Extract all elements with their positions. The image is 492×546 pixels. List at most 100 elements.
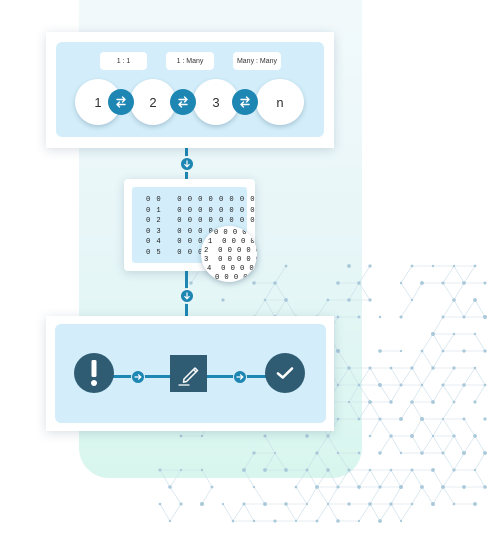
pattern-link — [369, 367, 381, 386]
pattern-link — [358, 503, 371, 522]
pattern-dot — [473, 400, 477, 404]
pattern-dot — [431, 434, 435, 438]
pattern-dot — [336, 451, 340, 455]
pattern-dot — [326, 434, 330, 438]
pattern-link — [400, 503, 413, 522]
pattern-link — [169, 486, 182, 505]
pattern-dot — [336, 417, 340, 421]
pattern-link — [411, 469, 423, 488]
pattern-dot — [368, 264, 372, 268]
pattern-dot — [315, 485, 319, 489]
pattern-link — [442, 299, 455, 318]
pattern-link — [442, 333, 455, 352]
pattern-link — [327, 435, 339, 454]
pattern-link — [411, 418, 423, 437]
pattern-link — [474, 333, 486, 352]
pattern-dot — [368, 400, 372, 404]
pattern-dot — [389, 366, 393, 370]
pattern-dot — [462, 281, 466, 285]
pattern-link — [390, 503, 402, 522]
pattern-dot — [441, 485, 445, 489]
pattern-link — [316, 299, 329, 318]
pattern-link — [474, 299, 486, 318]
pattern-dot — [431, 332, 435, 336]
pattern-dot — [483, 281, 487, 285]
pattern-link — [201, 469, 213, 488]
pattern-link — [411, 350, 423, 369]
pattern-link — [411, 367, 423, 386]
pattern-link — [232, 503, 245, 522]
pattern-link — [453, 265, 465, 284]
pattern-dot — [399, 519, 403, 523]
pattern-dot — [389, 400, 393, 404]
pattern-dot — [462, 315, 466, 319]
entity-node-label: 1 — [94, 94, 102, 110]
entity-node-2: 2 — [130, 79, 176, 125]
pattern-link — [159, 503, 171, 522]
pattern-dot — [357, 315, 361, 319]
pattern-dot — [410, 502, 414, 506]
pattern-link — [400, 265, 413, 284]
pattern-dot — [357, 451, 361, 455]
pattern-dot — [473, 502, 477, 506]
pattern-link — [474, 367, 486, 386]
pattern-dot — [357, 417, 361, 421]
pattern-dot — [305, 434, 309, 438]
pattern-link — [253, 486, 266, 505]
pattern-dot — [252, 451, 256, 455]
pattern-link — [421, 435, 434, 454]
pattern-link — [432, 350, 444, 369]
pattern-dot — [483, 417, 487, 421]
pattern-dot — [452, 468, 456, 472]
pattern-dot — [452, 400, 456, 404]
pattern-link — [474, 435, 486, 454]
pattern-link — [358, 384, 371, 403]
pattern-link — [264, 299, 276, 318]
entity-node-label: 3 — [212, 94, 220, 110]
pattern-dot — [431, 264, 435, 268]
pattern-link — [358, 367, 371, 386]
pattern-link — [274, 282, 287, 301]
pattern-dot — [221, 502, 225, 506]
swap-arrows-icon — [232, 89, 258, 115]
pattern-link — [348, 469, 360, 488]
pattern-dot — [462, 451, 466, 455]
pattern-dot — [431, 400, 435, 404]
label-one-to-one: 1 : 1 — [100, 52, 147, 70]
swap-arrows-icon — [170, 89, 196, 115]
pattern-dot — [399, 417, 403, 421]
pattern-dot — [273, 519, 277, 523]
pattern-dot — [242, 502, 246, 506]
pattern-dot — [368, 298, 372, 302]
pattern-link — [432, 316, 444, 335]
pattern-link — [369, 418, 381, 437]
pattern-dot — [473, 332, 477, 336]
pattern-dot — [357, 281, 361, 285]
pattern-link — [358, 401, 371, 420]
pattern-link — [358, 282, 371, 301]
matrix-row: 0 0 0 0 0 0 0 0 0 0 — [146, 196, 256, 204]
pattern-link — [463, 435, 476, 454]
pattern-link — [169, 503, 182, 522]
pattern-link — [390, 435, 402, 454]
pattern-link — [348, 367, 360, 386]
pattern-dot — [368, 502, 372, 506]
pattern-link — [243, 452, 255, 471]
pattern-link — [421, 418, 434, 437]
pattern-link — [295, 486, 308, 505]
pattern-link — [379, 435, 392, 454]
pattern-link — [421, 333, 434, 352]
pattern-dot — [326, 298, 330, 302]
pattern-dot — [462, 417, 466, 421]
pattern-dot — [441, 281, 445, 285]
magnified-row: 2 0 0 0 0 0 — [204, 247, 257, 255]
arrow-right-icon — [131, 370, 145, 384]
pattern-dot — [263, 502, 267, 506]
pattern-link — [442, 384, 455, 403]
pattern-dot — [399, 451, 403, 455]
magnified-row: 4 0 0 0 0 0 — [207, 265, 255, 273]
pattern-link — [159, 469, 171, 488]
pattern-dot — [357, 519, 361, 523]
pattern-link — [316, 435, 329, 454]
pattern-dot — [452, 434, 456, 438]
